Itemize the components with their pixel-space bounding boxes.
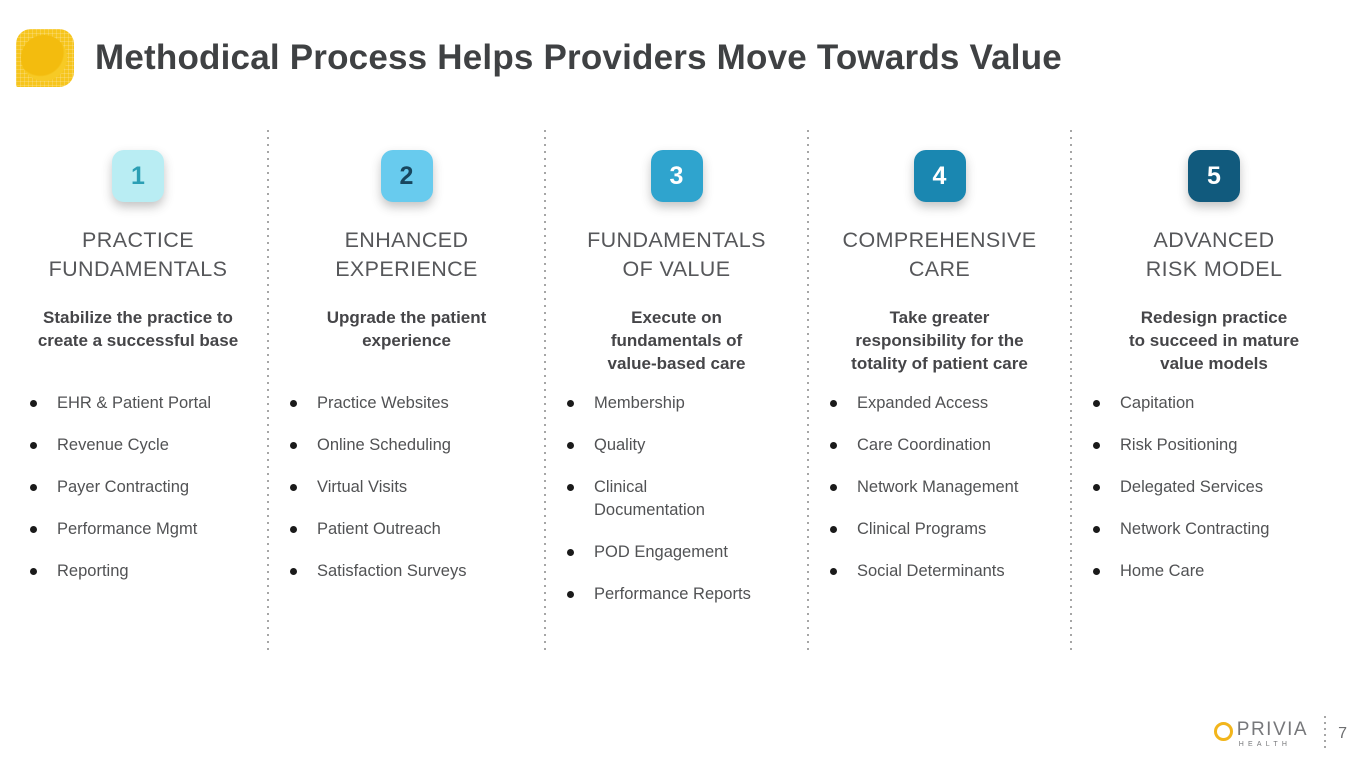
bullet-dot-icon <box>830 568 837 575</box>
bullet-dot-icon <box>30 442 37 449</box>
bullet-item: Patient Outreach <box>286 518 545 541</box>
bullet-dot-icon <box>1093 568 1100 575</box>
bullet-item: Social Determinants <box>826 560 1071 583</box>
step-number: 4 <box>932 161 947 190</box>
bullet-dot-icon <box>290 442 297 449</box>
bullet-item: Payer Contracting <box>26 476 268 499</box>
bullet-item: Network Management <box>826 476 1071 499</box>
bullet-item: Revenue Cycle <box>26 434 268 457</box>
bullet-dot-icon <box>830 442 837 449</box>
bullet-dot-icon <box>830 400 837 407</box>
step-bullet-list: Membership Quality Clinical Documentatio… <box>545 392 808 625</box>
bullet-dot-icon <box>830 526 837 533</box>
bullet-item: POD Engagement <box>563 541 808 564</box>
process-columns: 1 PRACTICE FUNDAMENTALS Stabilize the pr… <box>8 128 1357 652</box>
bullet-dot-icon <box>30 568 37 575</box>
bullet-dot-icon <box>1093 442 1100 449</box>
footer-brand-sub: HEALTH <box>1238 741 1292 748</box>
step-bullet-list: Expanded Access Care Coordination Networ… <box>808 392 1071 602</box>
step-description: Take greater responsibility for the tota… <box>851 308 1028 373</box>
bullet-item: EHR & Patient Portal <box>26 392 268 415</box>
bullet-item: Virtual Visits <box>286 476 545 499</box>
footer-divider <box>1324 716 1327 752</box>
bullet-dot-icon <box>567 400 574 407</box>
step-number-badge: 2 <box>380 150 433 202</box>
bullet-dot-icon <box>30 526 37 533</box>
step-title: ENHANCED EXPERIENCE <box>335 228 478 281</box>
bullet-item: Care Coordination <box>826 434 1071 457</box>
bullet-dot-icon <box>1093 400 1100 407</box>
step-number-badge: 4 <box>913 150 966 202</box>
bullet-dot-icon <box>30 484 37 491</box>
slide-header: Methodical Process Helps Providers Move … <box>16 28 1349 88</box>
bullet-item: Home Care <box>1089 560 1357 583</box>
bullet-dot-icon <box>567 442 574 449</box>
bullet-item: Expanded Access <box>826 392 1071 415</box>
step-number: 2 <box>399 161 414 190</box>
page-number: 7 <box>1338 725 1347 742</box>
bullet-item: Quality <box>563 434 808 457</box>
bullet-item: Network Contracting <box>1089 518 1357 541</box>
process-step-2: 2 ENHANCED EXPERIENCE Upgrade the patien… <box>267 128 545 652</box>
step-bullet-list: EHR & Patient Portal Revenue Cycle Payer… <box>8 392 268 602</box>
bullet-dot-icon <box>290 484 297 491</box>
bullet-item: Performance Mgmt <box>26 518 268 541</box>
step-title: COMPREHENSIVE CARE <box>842 228 1037 281</box>
step-description: Stabilize the practice to create a succe… <box>37 308 239 350</box>
bullet-item: Risk Positioning <box>1089 434 1357 457</box>
bullet-item: Clinical Documentation <box>563 476 808 522</box>
process-step-1: 1 PRACTICE FUNDAMENTALS Stabilize the pr… <box>8 128 268 625</box>
bullet-dot-icon <box>30 400 37 407</box>
bullet-item: Online Scheduling <box>286 434 545 457</box>
bullet-item: Reporting <box>26 560 268 583</box>
step-number-badge: 3 <box>650 150 703 202</box>
process-step-5: 5 ADVANCED RISK MODEL Redesign practice … <box>1070 128 1357 652</box>
footer-brand: PRIVIA HEALTH <box>1237 720 1308 748</box>
bullet-dot-icon <box>290 568 297 575</box>
step-description: Redesign practice to succeed in mature v… <box>1128 308 1300 373</box>
process-step-4: 4 COMPREHENSIVE CARE Take greater respon… <box>807 128 1071 652</box>
process-step-3: 3 FUNDAMENTALS OF VALUE Execute on funda… <box>544 128 808 652</box>
bullet-item: Performance Reports <box>563 583 808 606</box>
bullet-item: Clinical Programs <box>826 518 1071 541</box>
bullet-dot-icon <box>567 591 574 598</box>
bullet-item: Practice Websites <box>286 392 545 415</box>
privia-ring-icon <box>1213 721 1233 741</box>
step-number-badge: 5 <box>1188 150 1240 202</box>
step-description: Upgrade the patient experience <box>326 308 487 350</box>
step-title: FUNDAMENTALS OF VALUE <box>587 228 766 281</box>
slide-title: Methodical Process Helps Providers Move … <box>95 38 1062 77</box>
bullet-dot-icon <box>290 526 297 533</box>
privia-sun-icon <box>16 29 74 87</box>
bullet-item: Membership <box>563 392 808 415</box>
step-bullet-list: Capitation Risk Positioning Delegated Se… <box>1071 392 1357 602</box>
bullet-dot-icon <box>567 484 574 491</box>
step-bullet-list: Practice Websites Online Scheduling Virt… <box>268 392 545 602</box>
step-description: Execute on fundamentals of value-based c… <box>607 308 746 373</box>
bullet-dot-icon <box>290 400 297 407</box>
bullet-dot-icon <box>567 549 574 556</box>
step-number: 3 <box>669 161 684 190</box>
step-number: 1 <box>131 161 145 190</box>
bullet-item: Capitation <box>1089 392 1357 415</box>
step-number-badge: 1 <box>112 150 164 202</box>
step-title: ADVANCED RISK MODEL <box>1145 228 1283 281</box>
bullet-item: Satisfaction Surveys <box>286 560 545 583</box>
footer-brand-name: PRIVIA <box>1236 719 1309 740</box>
slide-footer: PRIVIA HEALTH 7 <box>1213 708 1347 760</box>
step-number: 5 <box>1207 161 1221 190</box>
bullet-dot-icon <box>830 484 837 491</box>
bullet-item: Delegated Services <box>1089 476 1357 499</box>
bullet-dot-icon <box>1093 526 1100 533</box>
step-title: PRACTICE FUNDAMENTALS <box>48 228 228 281</box>
bullet-dot-icon <box>1093 484 1100 491</box>
